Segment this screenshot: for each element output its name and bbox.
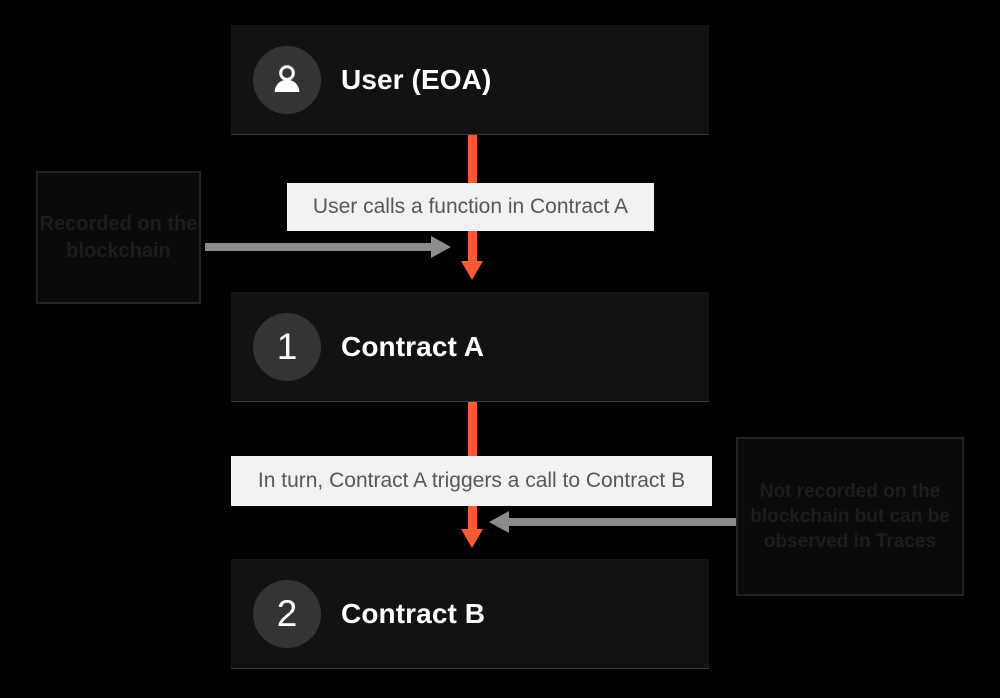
annotation-not-recorded-observed-in-traces: Not recorded on the blockchain but can b… [736, 437, 964, 596]
edge-caption-user-calls-function: User calls a function in Contract A [287, 183, 654, 231]
node-contract-b[interactable]: 2 Contract B [231, 559, 709, 669]
step-number: 1 [276, 326, 298, 367]
node-label: User (EOA) [341, 63, 492, 95]
node-label: Contract A [341, 330, 485, 362]
arrow-head-left-icon [489, 511, 509, 533]
annotation-recorded-on-blockchain: Recorded on the blockchain [36, 171, 201, 304]
annotation-pointer-arrow-left [205, 236, 451, 258]
node-label: Contract B [341, 597, 486, 629]
step-number-badge: 1 [253, 312, 321, 381]
step-number: 2 [276, 593, 298, 634]
person-icon [274, 64, 300, 92]
user-avatar-badge [253, 45, 321, 114]
node-contract-a[interactable]: 1 Contract A [231, 292, 709, 402]
arrow-head-right-icon [431, 236, 451, 258]
arrow-head-down-icon [461, 529, 483, 548]
annotation-pointer-arrow-right [489, 511, 737, 533]
node-user-eoa[interactable]: User (EOA) [231, 25, 709, 135]
arrow-shaft [509, 518, 737, 526]
arrow-shaft [205, 243, 433, 251]
edge-caption-contract-a-triggers-call: In turn, Contract A triggers a call to C… [231, 456, 712, 506]
arrow-head-down-icon [461, 261, 483, 280]
step-number-badge: 2 [253, 579, 321, 648]
